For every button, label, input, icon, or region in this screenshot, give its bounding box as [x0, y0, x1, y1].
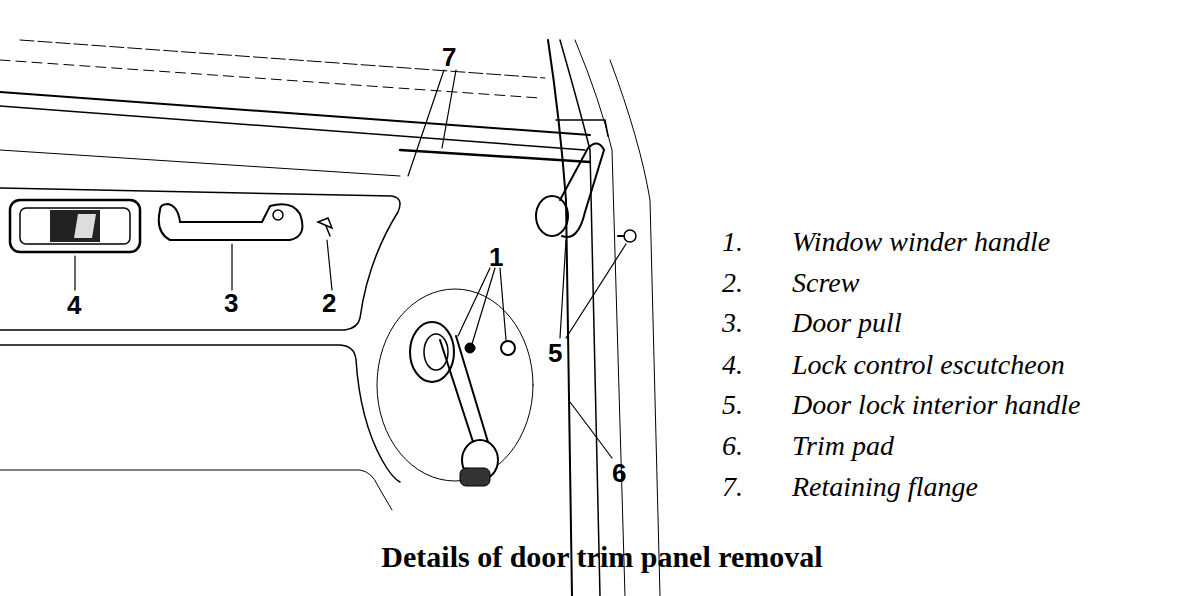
- winder-boss: [410, 322, 454, 382]
- lock-control: [50, 210, 100, 242]
- part-name: Trim pad: [792, 432, 894, 460]
- winder-clip: [501, 341, 515, 355]
- panel-outline: [0, 188, 400, 330]
- part-name: Retaining flange: [792, 473, 978, 501]
- screw: [326, 226, 330, 236]
- key-number: 7.: [722, 473, 743, 501]
- key-number: 3.: [722, 309, 743, 337]
- winder-arm: [440, 336, 488, 448]
- leader-line: [327, 240, 332, 290]
- leader-line: [570, 402, 612, 458]
- leader-line: [566, 244, 626, 338]
- window-line: [0, 60, 540, 98]
- panel-outline: [0, 345, 400, 482]
- part-name: Window winder handle: [792, 228, 1050, 256]
- lock-escutcheon: [20, 208, 130, 244]
- callout-number: 6: [612, 460, 626, 486]
- door-edge: [556, 120, 608, 136]
- winder-sweep: [377, 289, 533, 481]
- key-number: 4.: [722, 351, 743, 379]
- leader-line: [408, 70, 444, 176]
- door-edge: [610, 60, 660, 596]
- callout-number: 1: [489, 244, 503, 270]
- part-name: Lock control escutcheon: [792, 351, 1065, 379]
- screw: [318, 218, 332, 228]
- key-number: 5.: [722, 391, 743, 419]
- callout-number: 7: [442, 44, 456, 70]
- callout-number: 3: [224, 290, 238, 316]
- door-pull: [159, 204, 303, 240]
- door-top-edge: [0, 106, 585, 150]
- panel-line: [0, 150, 400, 176]
- winder-screw: [465, 343, 475, 353]
- door-edge: [575, 40, 625, 596]
- window-line: [20, 40, 545, 78]
- leader-line: [442, 70, 456, 148]
- key-number: 6.: [722, 432, 743, 460]
- callout-number: 5: [548, 340, 562, 366]
- winder-knob: [460, 468, 490, 486]
- leader-line: [560, 240, 566, 338]
- part-name: Door lock interior handle: [792, 391, 1081, 419]
- leader-line: [231, 244, 232, 290]
- part-name: Screw: [792, 269, 859, 297]
- leader-line: [500, 268, 506, 340]
- door-edge: [560, 40, 600, 596]
- key-number: 2.: [722, 269, 743, 297]
- lock-handle-screw: [624, 230, 636, 242]
- callout-number: 2: [322, 290, 336, 316]
- key-number: 1.: [722, 228, 743, 256]
- door-pull-screw: [273, 210, 283, 220]
- lock-handle-lever: [560, 143, 604, 237]
- lock-handle-base: [536, 196, 568, 236]
- leader-line: [472, 268, 495, 344]
- panel-outline: [0, 470, 392, 510]
- lock-escutcheon: [10, 200, 140, 252]
- door-edge: [548, 40, 572, 596]
- leader-line: [74, 256, 75, 290]
- caption: Details of door trim panel removal: [0, 540, 1204, 574]
- lock-handle-screw: [618, 235, 624, 237]
- callout-number: 4: [67, 292, 81, 318]
- lock-control: [74, 214, 96, 238]
- leader-lines: [75, 70, 626, 458]
- part-name: Door pull: [792, 309, 902, 337]
